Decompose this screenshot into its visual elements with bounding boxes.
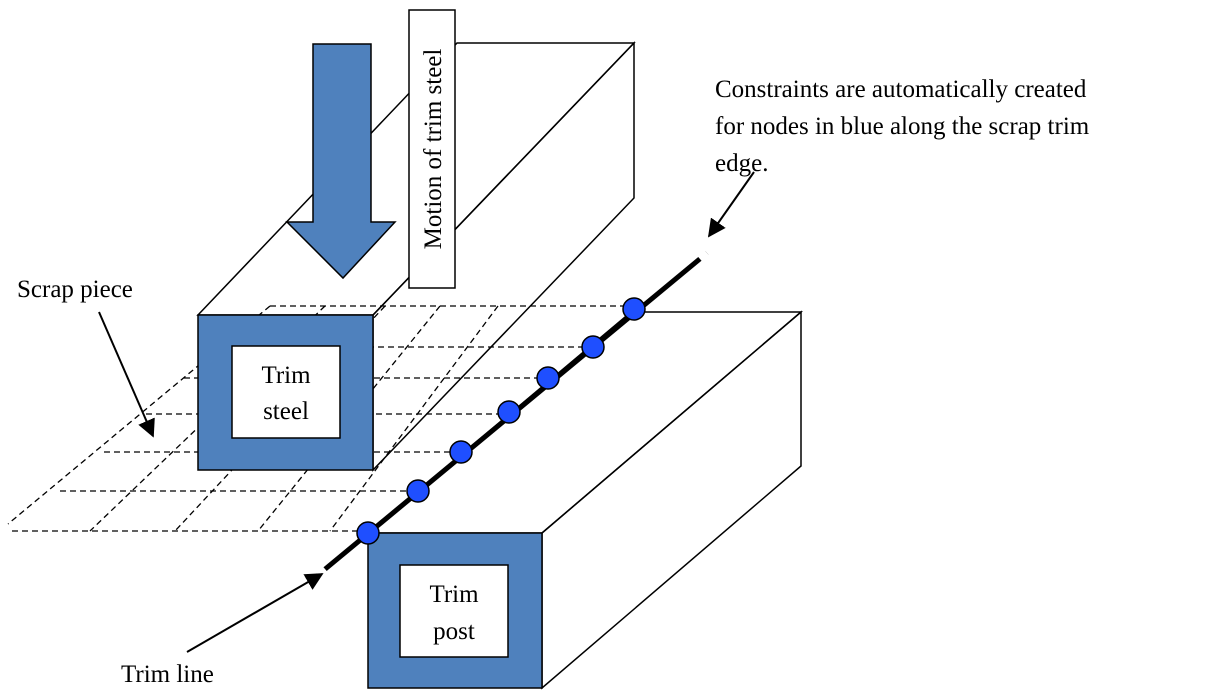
- constraint-node: [406, 479, 430, 503]
- trim-steel-frame: [197, 314, 374, 471]
- constraint-note-line1: Constraints are automatically created: [715, 76, 1087, 103]
- constraint-nodes: [356, 297, 646, 545]
- constraint-node: [622, 297, 646, 321]
- constraint-note-line2: for nodes in blue along the scrap trim: [715, 113, 1090, 140]
- trim-steel-label-line1: Trim: [261, 362, 311, 389]
- motion-label-box: Motion of trim steel: [408, 9, 456, 289]
- trim-line-label: Trim line: [121, 661, 214, 688]
- down-arrow-icon: [285, 43, 397, 280]
- trim-steel-label-line2: steel: [263, 398, 309, 425]
- constraint-node: [449, 440, 473, 464]
- constraint-note-line3: edge.: [715, 150, 768, 177]
- constraint-note-pointer: [707, 171, 755, 238]
- scrap-piece-pointer: [98, 311, 155, 438]
- constraint-node: [497, 400, 521, 424]
- constraint-node: [356, 521, 380, 545]
- scrap-piece-label: Scrap piece: [17, 276, 133, 303]
- trim-line-pointer: [186, 573, 324, 653]
- constraint-node: [536, 366, 560, 390]
- motion-label: Motion of trim steel: [420, 49, 447, 250]
- trim-post-label-line2: post: [433, 618, 475, 645]
- trim-post-label-line1: Trim: [429, 581, 479, 608]
- trim-post-side-face: [541, 310, 802, 690]
- constraint-node: [581, 335, 605, 359]
- trim-post-frame: [367, 532, 543, 689]
